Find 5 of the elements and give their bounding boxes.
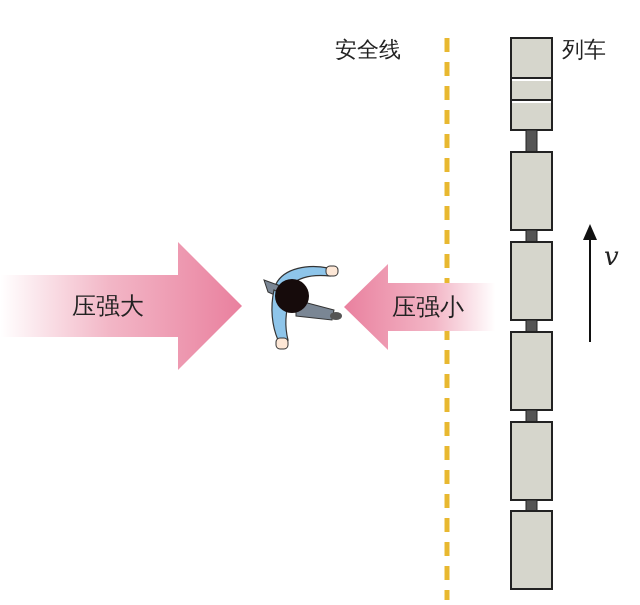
velocity-symbol: v [604,244,619,270]
train-label: 列车 [562,40,606,62]
safety-line-label: 安全线 [335,40,401,62]
pressure-label: 压强大 [72,294,144,318]
pressure-label: 压强小 [392,295,464,319]
